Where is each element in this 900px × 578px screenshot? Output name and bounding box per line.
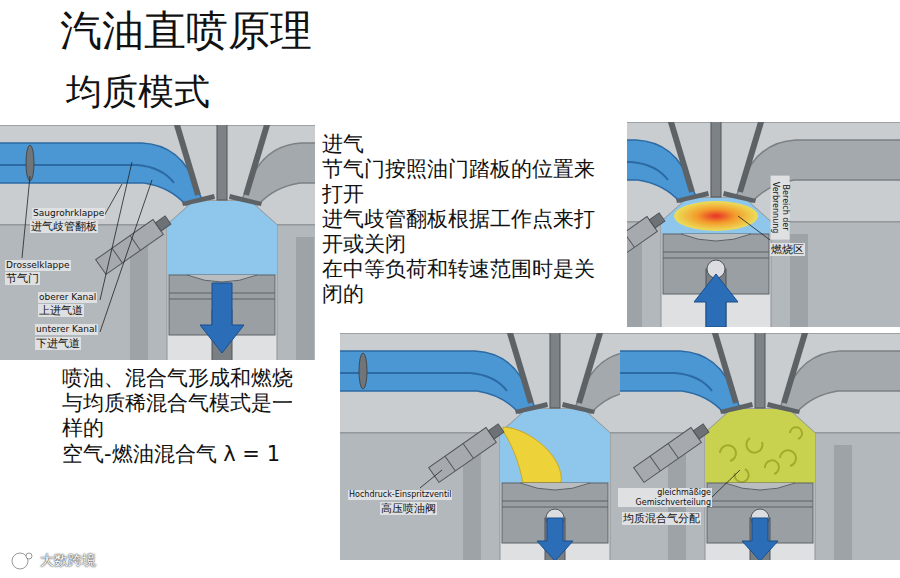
subtitle: 均质模式 (66, 70, 210, 113)
part-label: 节气门 (5, 272, 40, 285)
part-label: 高压喷油阀 (380, 502, 437, 515)
panel-injection (340, 333, 620, 560)
panel-intake (0, 125, 315, 360)
part-label: Bereich der Verbrennung (770, 176, 789, 240)
part-label: 进气歧管翻板 (30, 220, 98, 233)
panel-combustion (627, 122, 900, 327)
part-label: gleichmäßige Gemischverteilung (618, 488, 712, 507)
part-label: 上进气道 (38, 304, 84, 317)
part-label: oberer Kanal (38, 292, 97, 303)
note-text: 节气门按照油门踏板的位置来打开 (322, 157, 607, 207)
part-label: 下进气道 (35, 337, 81, 350)
page-title: 汽油直喷原理 (60, 6, 312, 56)
note-text: 进气歧管翻板根据工作点来打开或关闭 (322, 207, 607, 257)
part-label: Hochdruck-Einspritzventil (348, 490, 452, 500)
note-text: 空气-燃油混合气 λ = 1 (62, 442, 280, 467)
watermark: 大数跨境 (40, 552, 96, 569)
part-label: 均质混合气分配 (622, 512, 701, 525)
watermark-logo (12, 553, 32, 569)
note-text: 在中等负荷和转速范围时是关闭的 (322, 257, 607, 307)
panel-mixture (620, 333, 900, 560)
note-heading: 进气 (322, 132, 364, 157)
note-text: 喷油、混合气形成和燃烧与均质稀混合气模式是一样的 (62, 366, 302, 441)
leader-lines (22, 162, 770, 497)
part-label: unterer Kanal (35, 324, 98, 335)
part-label: Saugrohrklappe (32, 208, 105, 219)
part-label: Drosselklappe (5, 260, 71, 271)
part-label: 燃烧区 (770, 243, 805, 256)
